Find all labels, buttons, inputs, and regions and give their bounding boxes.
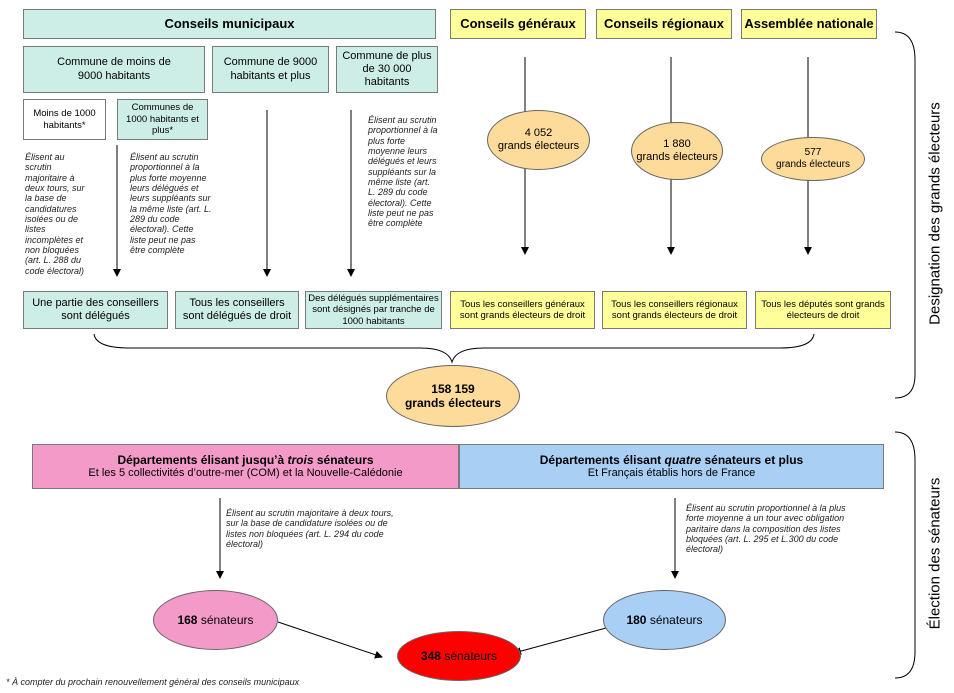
footnote: * À compter du prochain renouvellement g…: [6, 677, 300, 687]
header-conseils-generaux: Conseils généraux: [450, 9, 586, 39]
note-plus-1000: Élisent au scrutin proportionnel à la pl…: [130, 152, 212, 256]
note-moins-1000: Élisent au scrutin majoritaire à deux to…: [25, 152, 85, 276]
note-quatre: Élisent au scrutin proportionnel à la pl…: [686, 503, 846, 555]
outcome-tous-deputes: Tous les députés sont grands électeurs d…: [755, 291, 891, 329]
ellipse-168-senateurs: 168 sénateurs: [153, 590, 278, 650]
commune-plus-30000: Commune de plus de 30 000 habitants: [336, 46, 438, 93]
commune-plus-1000: Communes de 1000 habitants et plus*: [117, 99, 208, 140]
ellipse-180-senateurs: 180 sénateurs: [603, 590, 726, 650]
header-conseils-municipaux: Conseils municipaux: [23, 9, 436, 39]
ellipse-348-senateurs: 348 sénateurs: [397, 631, 521, 681]
outcome-tous-delegues: Tous les conseillers sont délégués de dr…: [175, 291, 299, 329]
departements-quatre: Départements élisant quatre sénateurs et…: [459, 444, 884, 489]
arrow-168-to-348: [277, 621, 383, 659]
outcome-partie-conseillers: Une partie des conseillers sont délégués: [23, 291, 168, 329]
outcome-tous-cg: Tous les conseillers généraux sont grand…: [450, 291, 595, 329]
side-label-designation: Designation des grands électeurs: [926, 102, 944, 325]
brace-right-bottom: [894, 431, 916, 679]
brace-right-top: [894, 31, 916, 399]
departements-trois: Départements élisant jusqu’à trois sénat…: [32, 444, 459, 489]
header-conseils-regionaux: Conseils régionaux: [596, 9, 732, 39]
brace-bottom: [93, 333, 815, 364]
outcome-tous-cr: Tous les conseillers régionaux sont gran…: [602, 291, 747, 329]
side-label-election: Élection des sénateurs: [926, 477, 944, 630]
arrow-180-to-348: [513, 627, 607, 656]
commune-9000-plus: Commune de 9000 habitants et plus: [212, 46, 329, 93]
commune-moins-1000: Moins de 1000 habitants*: [23, 99, 106, 140]
note-trois: Élisent au scrutin majoritaire à deux to…: [226, 508, 394, 550]
header-assemblee-nationale: Assemblée nationale: [741, 9, 877, 39]
note-plus-30000: Élisent au scrutin proportionnel à la pl…: [368, 115, 438, 229]
outcome-delegues-supplementaires: Des délégués supplémentaires sont désign…: [305, 291, 442, 329]
commune-moins-9000: Commune de moins de 9000 habitants: [23, 46, 205, 93]
